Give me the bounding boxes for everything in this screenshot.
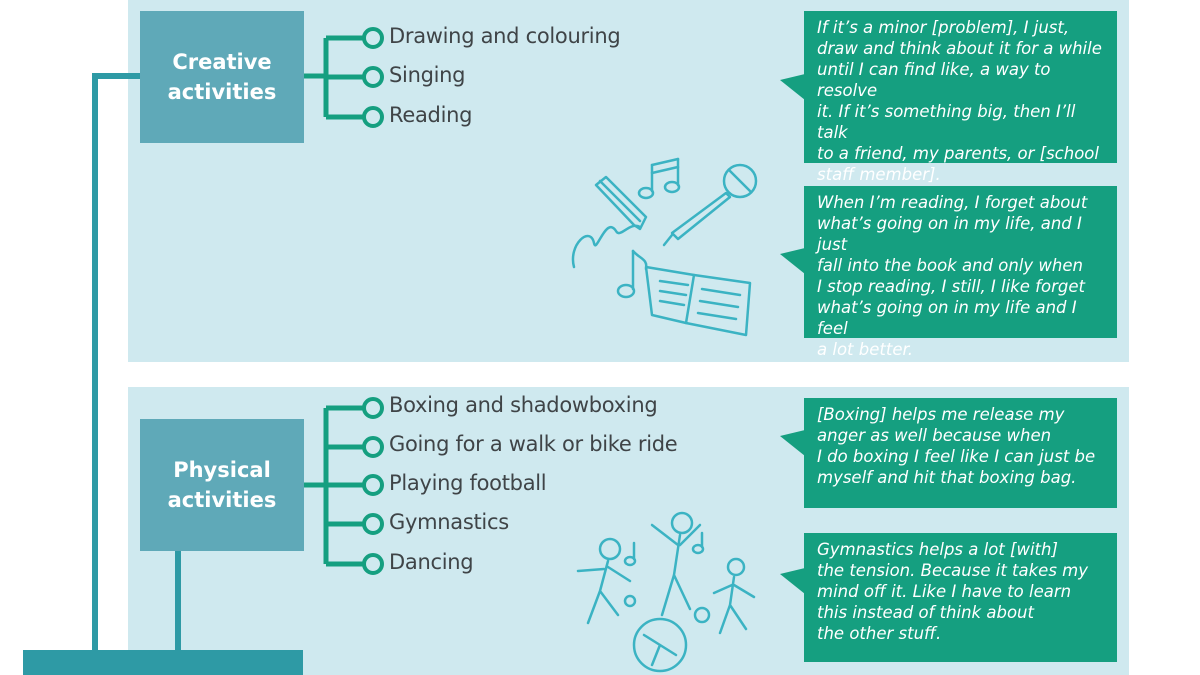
music-note-icon — [618, 251, 646, 297]
creative-illustration — [560, 155, 790, 345]
speech-tail-icon — [780, 430, 805, 456]
music-note-icon — [639, 159, 679, 198]
speech-tail-icon — [780, 568, 805, 594]
speech-tail-icon — [780, 74, 805, 100]
open-book-icon — [646, 267, 750, 335]
music-note-icon — [625, 533, 703, 565]
physical-illustration — [560, 505, 770, 675]
dancing-figures-icon — [578, 513, 754, 671]
